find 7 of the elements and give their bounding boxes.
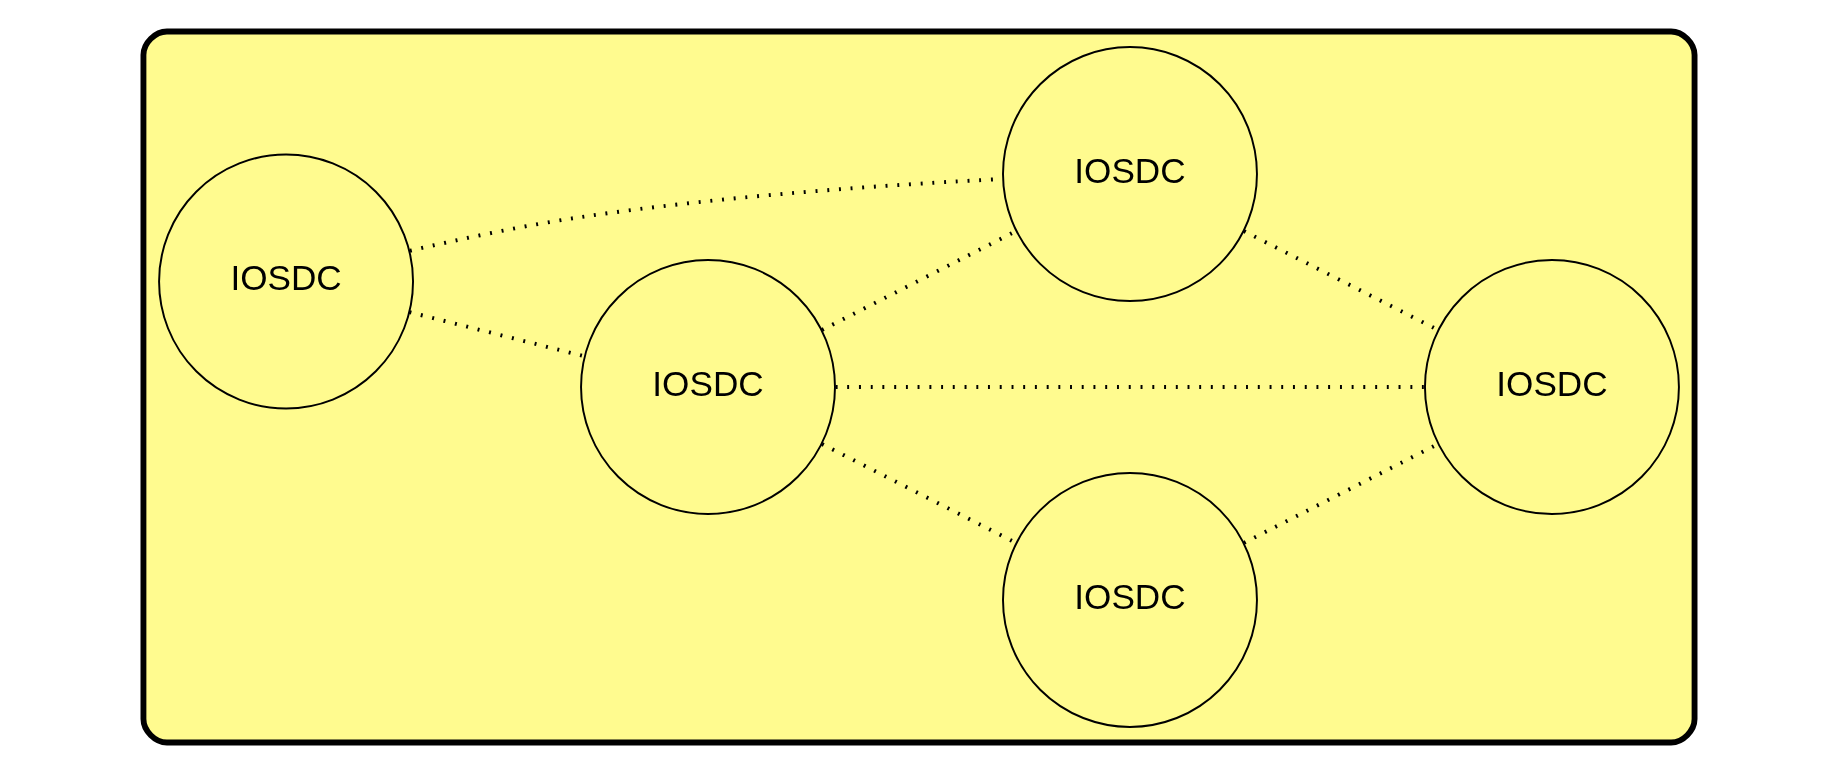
node-circle: IOSDC xyxy=(580,259,836,515)
node-circle: IOSDC xyxy=(1002,472,1258,728)
node-circle: IOSDC xyxy=(1002,46,1258,302)
cluster xyxy=(140,28,1698,746)
node-circle: IOSDC xyxy=(1424,259,1680,515)
node-circle: IOSDC xyxy=(158,153,414,410)
connector xyxy=(409,310,585,359)
